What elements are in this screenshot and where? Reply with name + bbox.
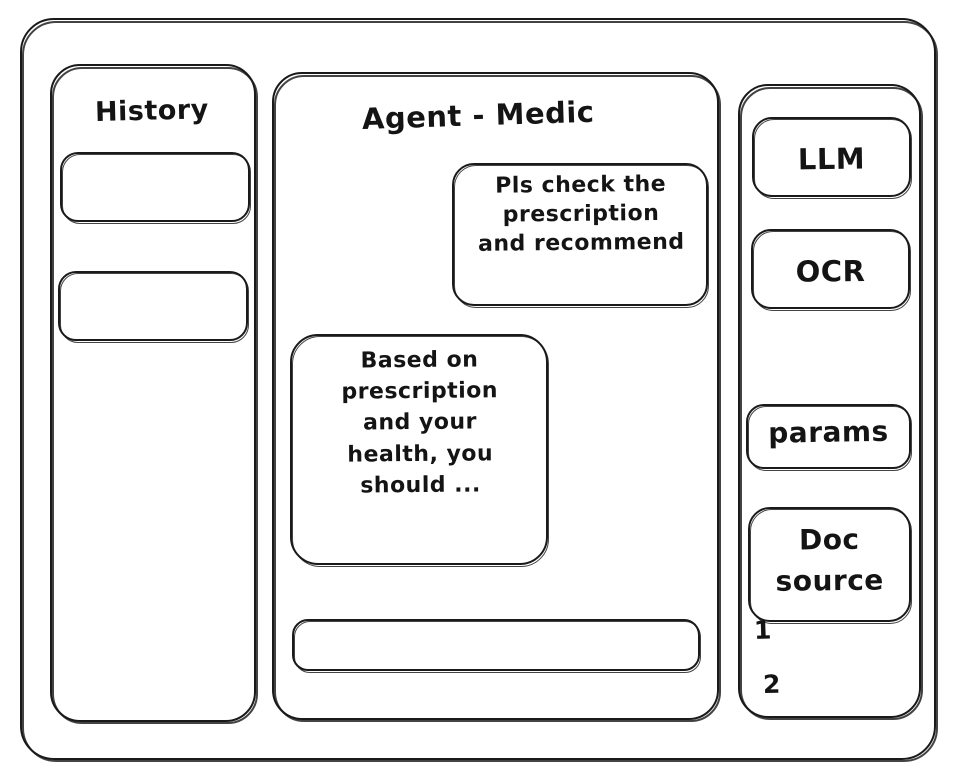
user-message-text: Pls check the prescription and recommend	[477, 171, 685, 257]
tool-button-params-label: params	[767, 414, 889, 450]
tool-button-doc-source-label: Doc source	[775, 522, 884, 598]
doc-source-list-item[interactable]: 1	[753, 615, 773, 645]
history-list-item[interactable]	[60, 152, 251, 224]
history-panel-title: History	[94, 94, 210, 128]
doc-source-list-item[interactable]: 2	[762, 669, 782, 699]
agent-panel-title: Agent - Medic	[361, 94, 595, 136]
history-list-item[interactable]	[58, 271, 249, 343]
message-input[interactable]	[292, 619, 701, 673]
assistant-message-text: Based on prescription and your health, y…	[341, 347, 499, 499]
tool-button-ocr-label: OCR	[795, 254, 866, 289]
tool-button-llm-label: LLM	[797, 141, 866, 177]
